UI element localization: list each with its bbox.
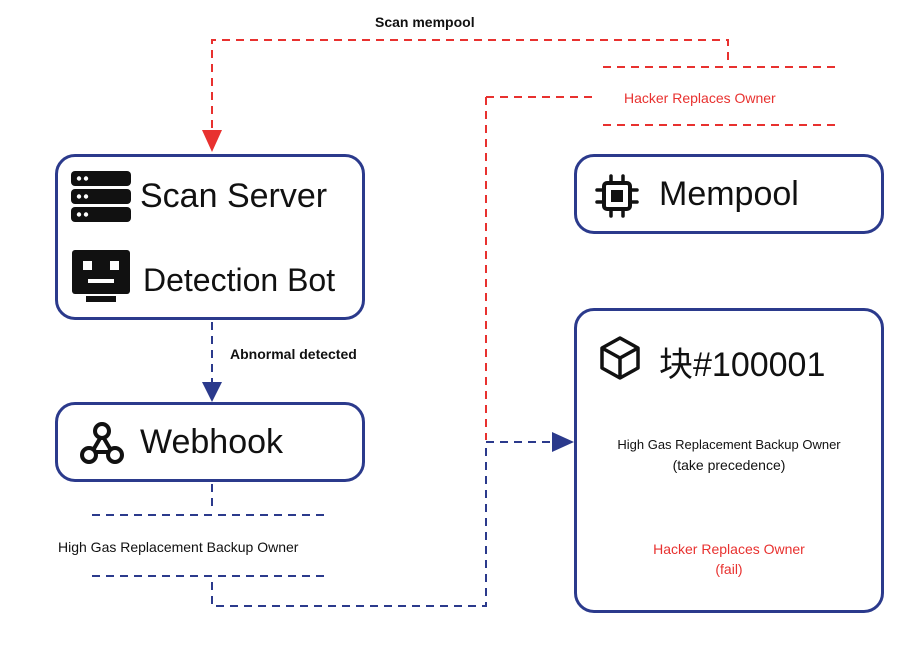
block-node: 块#100001 High Gas Replacement Backup Own… <box>574 308 884 613</box>
webhook-label: Webhook <box>140 423 284 461</box>
block-hacker-tx-label: Hacker Replaces Owner <box>653 541 805 557</box>
mempool-label: Mempool <box>659 175 799 213</box>
backup-tx-label: High Gas Replacement Backup Owner <box>58 539 299 555</box>
block-hacker-tx-note: (fail) <box>715 561 743 577</box>
chip-icon <box>595 174 639 218</box>
mempool-node: Mempool <box>574 154 884 234</box>
abnormal-detected-arrowhead <box>202 382 222 402</box>
pending-hacker-tx-label: Hacker Replaces Owner <box>624 90 776 106</box>
abnormal-detected-label: Abnormal detected <box>230 346 357 362</box>
robot-icon <box>72 250 130 302</box>
block-backup-tx-label: High Gas Replacement Backup Owner <box>617 437 841 452</box>
detection-bot-label: Detection Bot <box>143 262 336 298</box>
webhook-node: Webhook <box>55 402 365 482</box>
block-label: 块#100001 <box>659 346 826 384</box>
scan-server-label: Scan Server <box>140 177 328 215</box>
block-backup-tx-note: (take precedence) <box>672 457 786 473</box>
to-block-arrowhead <box>552 432 574 452</box>
server-icon <box>71 171 131 222</box>
scan-mempool-label: Scan mempool <box>375 14 475 30</box>
scan-mempool-arrowhead <box>202 130 222 152</box>
webhook-icon <box>80 422 124 464</box>
scan-server-node: Scan Server Detection Bot <box>55 154 365 320</box>
cube-icon <box>600 336 640 380</box>
scan-mempool-edge <box>211 39 729 130</box>
backup-tx-path <box>211 442 487 607</box>
